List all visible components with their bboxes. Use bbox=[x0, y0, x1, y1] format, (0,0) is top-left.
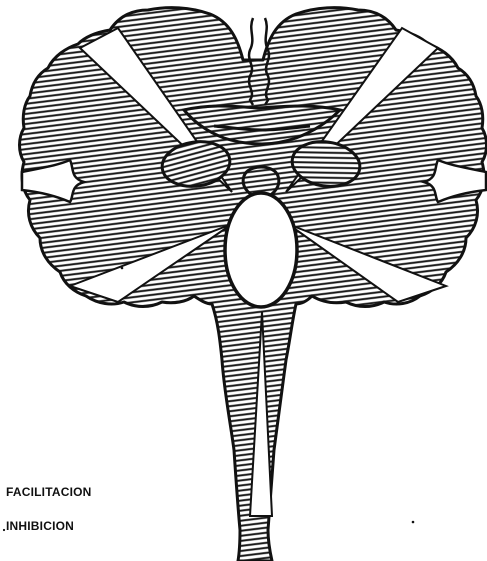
speck-mark bbox=[412, 521, 415, 524]
legend-inhibicion-label: INHIBICION bbox=[6, 519, 74, 533]
legend-facilitacion-label: FACILITACION bbox=[6, 485, 92, 499]
speck-mark bbox=[3, 529, 5, 531]
central-white-oval bbox=[225, 193, 297, 307]
speck-mark bbox=[121, 267, 124, 270]
